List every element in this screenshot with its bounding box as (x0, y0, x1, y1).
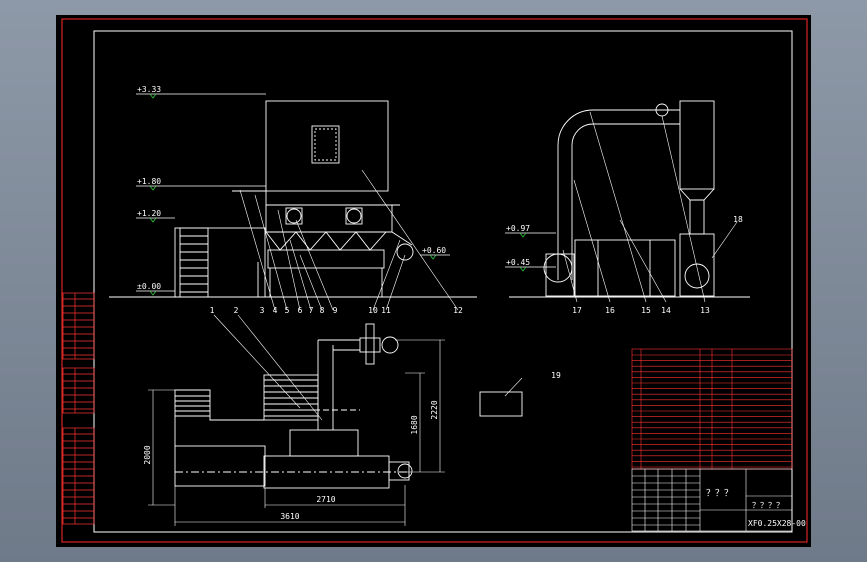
part-balloon: 7 (309, 306, 314, 315)
elevation-label: ±0.00 (137, 282, 161, 291)
front-elevation-view (174, 100, 414, 298)
elevation-markers (136, 93, 556, 292)
elevation-label: +1.20 (137, 209, 161, 218)
leader-lines-front (239, 169, 459, 311)
leader-lines-plan (213, 314, 523, 421)
part-balloon: 2 (234, 306, 239, 315)
dimension-height-left: 2000 (143, 445, 152, 464)
title-block-drawing-number: XF0.25X28-00 (748, 519, 806, 528)
part-balloon: 1 (210, 306, 215, 315)
part-balloon: 11 (381, 306, 391, 315)
title-block (631, 468, 793, 532)
title-block-subtitle: ？？？？ (752, 501, 784, 510)
part-balloon: 14 (661, 306, 671, 315)
part-balloon: 6 (298, 306, 303, 315)
leader-lines-side (562, 111, 738, 303)
part-balloon: 15 (641, 306, 651, 315)
part-balloon: 3 (260, 306, 265, 315)
part-balloon: 5 (285, 306, 290, 315)
part-balloon: 12 (453, 306, 463, 315)
dimension-height-right: 2220 (430, 400, 439, 419)
side-balloon-labels: 17 16 15 14 13 18 19 (551, 215, 743, 380)
part-balloon: 10 (368, 306, 378, 315)
parts-list-table (631, 348, 793, 470)
left-binding-strip (62, 292, 95, 525)
part-balloon: 4 (273, 306, 278, 315)
part-balloon: 13 (700, 306, 710, 315)
inner-border (93, 30, 793, 533)
dimension-width-inner: 2710 (316, 495, 335, 504)
dimension-height-mid: 1680 (410, 415, 419, 434)
dimension-lines (148, 339, 445, 526)
sheet-background (56, 15, 811, 547)
part-balloon: 9 (333, 306, 338, 315)
part-balloon: 16 (605, 306, 615, 315)
dimension-width-total: 3610 (280, 512, 299, 521)
elevation-label: +0.97 (506, 224, 530, 233)
elevation-label: +0.60 (422, 246, 446, 255)
detail-box-19 (479, 391, 523, 417)
elevation-label: +0.45 (506, 258, 530, 267)
title-block-title: ？？？ (706, 489, 733, 499)
part-balloon: 17 (572, 306, 582, 315)
part-balloon: 19 (551, 371, 561, 380)
outer-border (61, 18, 808, 543)
elevation-label: +1.80 (137, 177, 161, 186)
part-balloon: 18 (733, 215, 743, 224)
side-elevation-view (543, 100, 715, 297)
elevation-label: +3.33 (137, 85, 161, 94)
elevation-triangles (149, 93, 527, 296)
part-balloon: 8 (320, 306, 325, 315)
